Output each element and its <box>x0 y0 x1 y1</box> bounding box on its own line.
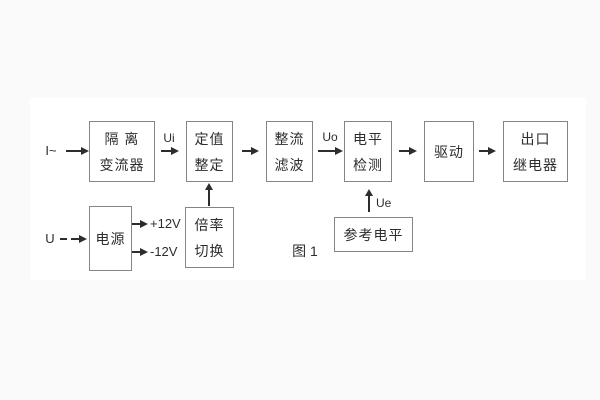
label-current-input: I~ <box>45 143 57 158</box>
label-plus-12v: +12V <box>150 216 181 231</box>
arrow-drive-to-relay <box>479 147 496 154</box>
arrow-rateswitch-to-setpoint <box>205 183 212 206</box>
block-reference-level: 参考电平 <box>334 217 413 252</box>
label-minus-12v: -12V <box>150 244 178 259</box>
block-label: 变流器 <box>99 156 145 173</box>
block-label: 电平 <box>353 130 383 147</box>
block-label: 整流 <box>274 130 305 147</box>
arrow-voltage-to-power <box>71 235 87 242</box>
arrow-power-to-plus12v <box>132 220 148 227</box>
block-label: 检测 <box>353 156 383 173</box>
block-label: 隔 离 <box>104 130 140 147</box>
block-level-detect: 电平 检测 <box>344 121 392 182</box>
block-rectifier-filter: 整流 滤波 <box>266 121 313 182</box>
label-signal-uo: Uo <box>322 130 338 144</box>
block-label: 参考电平 <box>343 226 404 243</box>
label-voltage-input: U <box>45 231 55 246</box>
label-signal-ue: Ue <box>376 196 392 210</box>
block-label: 驱动 <box>434 143 464 160</box>
block-power-supply: 电源 <box>89 206 132 271</box>
arrow-current-to-isolation <box>66 147 89 154</box>
arrow-leveldetect-to-drive <box>399 147 417 154</box>
block-label: 定值 <box>194 130 225 147</box>
block-label: 滤波 <box>274 156 305 173</box>
voltage-input-lead <box>60 238 67 240</box>
label-signal-ui: Ui <box>163 131 175 145</box>
block-label: 整定 <box>194 156 225 173</box>
block-label: 电源 <box>95 230 126 247</box>
block-drive: 驱动 <box>424 121 474 182</box>
block-isolation-converter: 隔 离 变流器 <box>89 121 155 182</box>
block-label: 切换 <box>194 242 225 259</box>
block-rate-switch: 倍率 切换 <box>185 207 234 268</box>
arrow-reference-to-leveldetect <box>365 189 372 212</box>
block-setpoint-setting: 定值 整定 <box>186 121 233 182</box>
block-label: 倍率 <box>194 216 225 233</box>
figure-caption: 图 1 <box>292 243 318 259</box>
block-label: 出口 <box>520 130 551 147</box>
arrow-rectifier-to-leveldetect <box>318 147 343 154</box>
arrow-setpoint-to-rectifier <box>242 147 259 154</box>
arrow-power-to-minus12v <box>132 248 148 255</box>
block-output-relay: 出口 继电器 <box>503 121 568 182</box>
block-label: 继电器 <box>513 156 558 173</box>
arrow-isolation-to-setpoint <box>161 147 179 154</box>
